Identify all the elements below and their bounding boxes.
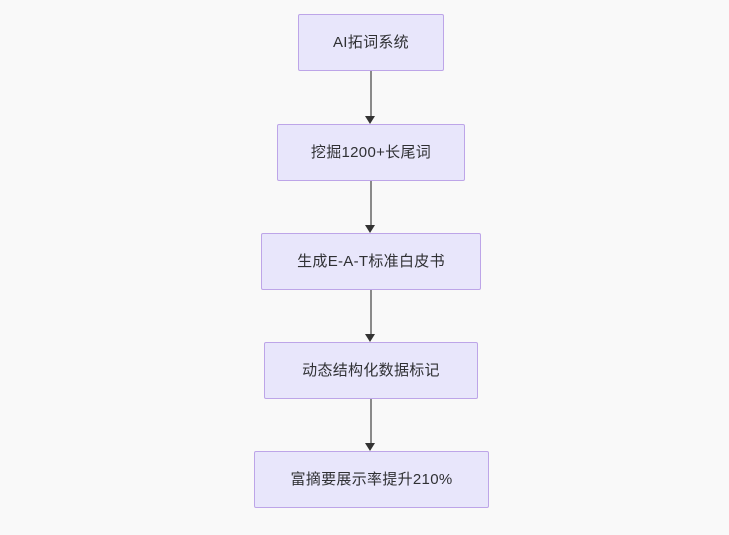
edge-line xyxy=(370,71,372,118)
arrowhead-icon xyxy=(365,443,376,451)
flowchart-node-ai-keyword-system[interactable]: AI拓词系统 xyxy=(298,14,444,71)
edge-line xyxy=(370,290,372,336)
arrowhead-icon xyxy=(365,334,376,342)
edge-line xyxy=(370,181,372,227)
arrowhead-icon xyxy=(365,116,376,124)
node-label: AI拓词系统 xyxy=(333,33,409,51)
flowchart-node-rich-snippet-impression-lift[interactable]: 富摘要展示率提升210% xyxy=(254,451,489,508)
node-label: 动态结构化数据标记 xyxy=(302,361,440,379)
node-label: 生成E-A-T标准白皮书 xyxy=(297,252,445,270)
flowchart-node-generate-eat-whitepaper[interactable]: 生成E-A-T标准白皮书 xyxy=(261,233,481,290)
arrowhead-icon xyxy=(365,225,376,233)
flowchart-node-dynamic-structured-data-markup[interactable]: 动态结构化数据标记 xyxy=(264,342,478,399)
edge-line xyxy=(370,399,372,445)
node-label: 挖掘1200+长尾词 xyxy=(310,143,432,161)
node-label: 富摘要展示率提升210% xyxy=(290,470,453,488)
flowchart-node-mine-longtail-keywords[interactable]: 挖掘1200+长尾词 xyxy=(277,124,465,181)
